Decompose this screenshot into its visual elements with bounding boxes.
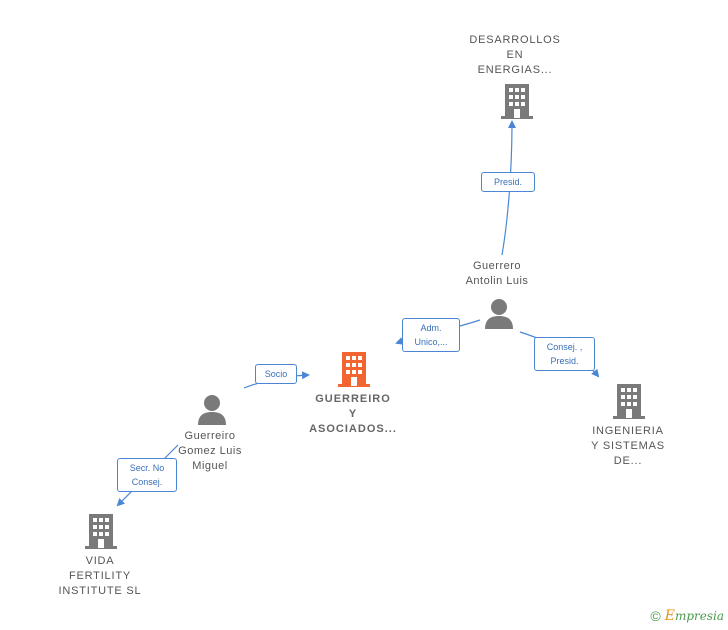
node-guerreiro-gomez-label[interactable]: Guerreiro Gomez Luis Miguel — [160, 429, 260, 474]
edge-presid — [501, 120, 516, 256]
edge-label-secr-no-consej-line-1: Secr. No — [129, 463, 165, 473]
edge-label-socio-line-1: Socio — [264, 369, 288, 379]
edge-label-consej-presid-line-2: Presid. — [550, 356, 579, 366]
node-vida-fertility-line-1: VIDA — [85, 555, 115, 567]
node-ingenieria-line-3: DE... — [613, 455, 643, 467]
node-guerrero-antolin-label[interactable]: Guerrero Antolin Luis — [447, 259, 547, 289]
node-vida-fertility-line-2: FERTILITY — [68, 570, 131, 582]
edge-label-presid[interactable]: Presid. — [481, 172, 535, 192]
copyright-symbol: © — [650, 608, 661, 624]
node-desarrollos-line-1: DESARROLLOS — [469, 34, 561, 46]
node-desarrollos-line-3: ENERGIAS... — [477, 64, 553, 76]
node-ingenieria-label[interactable]: INGENIERIA Y SISTEMAS DE... — [578, 424, 678, 469]
node-guerreiro-gomez-line-1: Guerreiro — [184, 430, 236, 442]
node-guerreiro-asociados-line-2: Y — [348, 408, 358, 420]
edge-label-socio[interactable]: Socio — [255, 364, 297, 384]
edge-label-adm-unico-line-1: Adm. — [420, 323, 442, 333]
node-vida-fertility-label[interactable]: VIDA FERTILITY INSTITUTE SL — [45, 554, 155, 599]
node-ingenieria-line-2: Y SISTEMAS — [591, 440, 665, 452]
node-ingenieria-line-1: INGENIERIA — [592, 425, 664, 437]
node-guerreiro-asociados-line-1: GUERREIRO — [315, 393, 391, 405]
edge-label-consej-presid[interactable]: Consej. , Presid. — [534, 337, 595, 371]
edge-label-secr-no-consej-line-2: Consej. — [131, 477, 163, 487]
node-guerrero-antolin-line-2: Antolin Luis — [465, 275, 529, 287]
node-desarrollos-label[interactable]: DESARROLLOS EN ENERGIAS... — [455, 33, 575, 78]
node-guerreiro-asociados-line-3: ASOCIADOS... — [309, 423, 397, 435]
person-icon[interactable] — [484, 298, 514, 330]
empresia-logo-text: mpresia — [674, 609, 724, 623]
node-vida-fertility-line-3: INSTITUTE SL — [58, 585, 142, 597]
node-guerreiro-gomez-line-2: Gomez Luis — [178, 445, 242, 457]
node-guerreiro-gomez-line-3: Miguel — [192, 460, 228, 472]
edge-label-presid-line-1: Presid. — [493, 177, 522, 187]
edge-label-adm-unico-line-2: Unico,... — [414, 337, 448, 347]
person-icon[interactable] — [197, 394, 227, 426]
node-desarrollos-line-2: EN — [506, 49, 524, 61]
edge-label-secr-no-consej[interactable]: Secr. No Consej. — [117, 458, 177, 492]
empresia-logo-initial: E — [664, 608, 675, 624]
edge-label-adm-unico[interactable]: Adm. Unico,... — [402, 318, 460, 352]
building-icon[interactable] — [338, 352, 370, 388]
node-guerreiro-asociados-label[interactable]: GUERREIRO Y ASOCIADOS... — [293, 392, 413, 437]
building-icon[interactable] — [501, 84, 533, 120]
edge-label-consej-presid-line-1: Consej. , — [546, 342, 583, 352]
building-icon[interactable] — [85, 514, 117, 550]
building-icon[interactable] — [613, 384, 645, 420]
node-guerrero-antolin-line-1: Guerrero — [472, 260, 522, 272]
